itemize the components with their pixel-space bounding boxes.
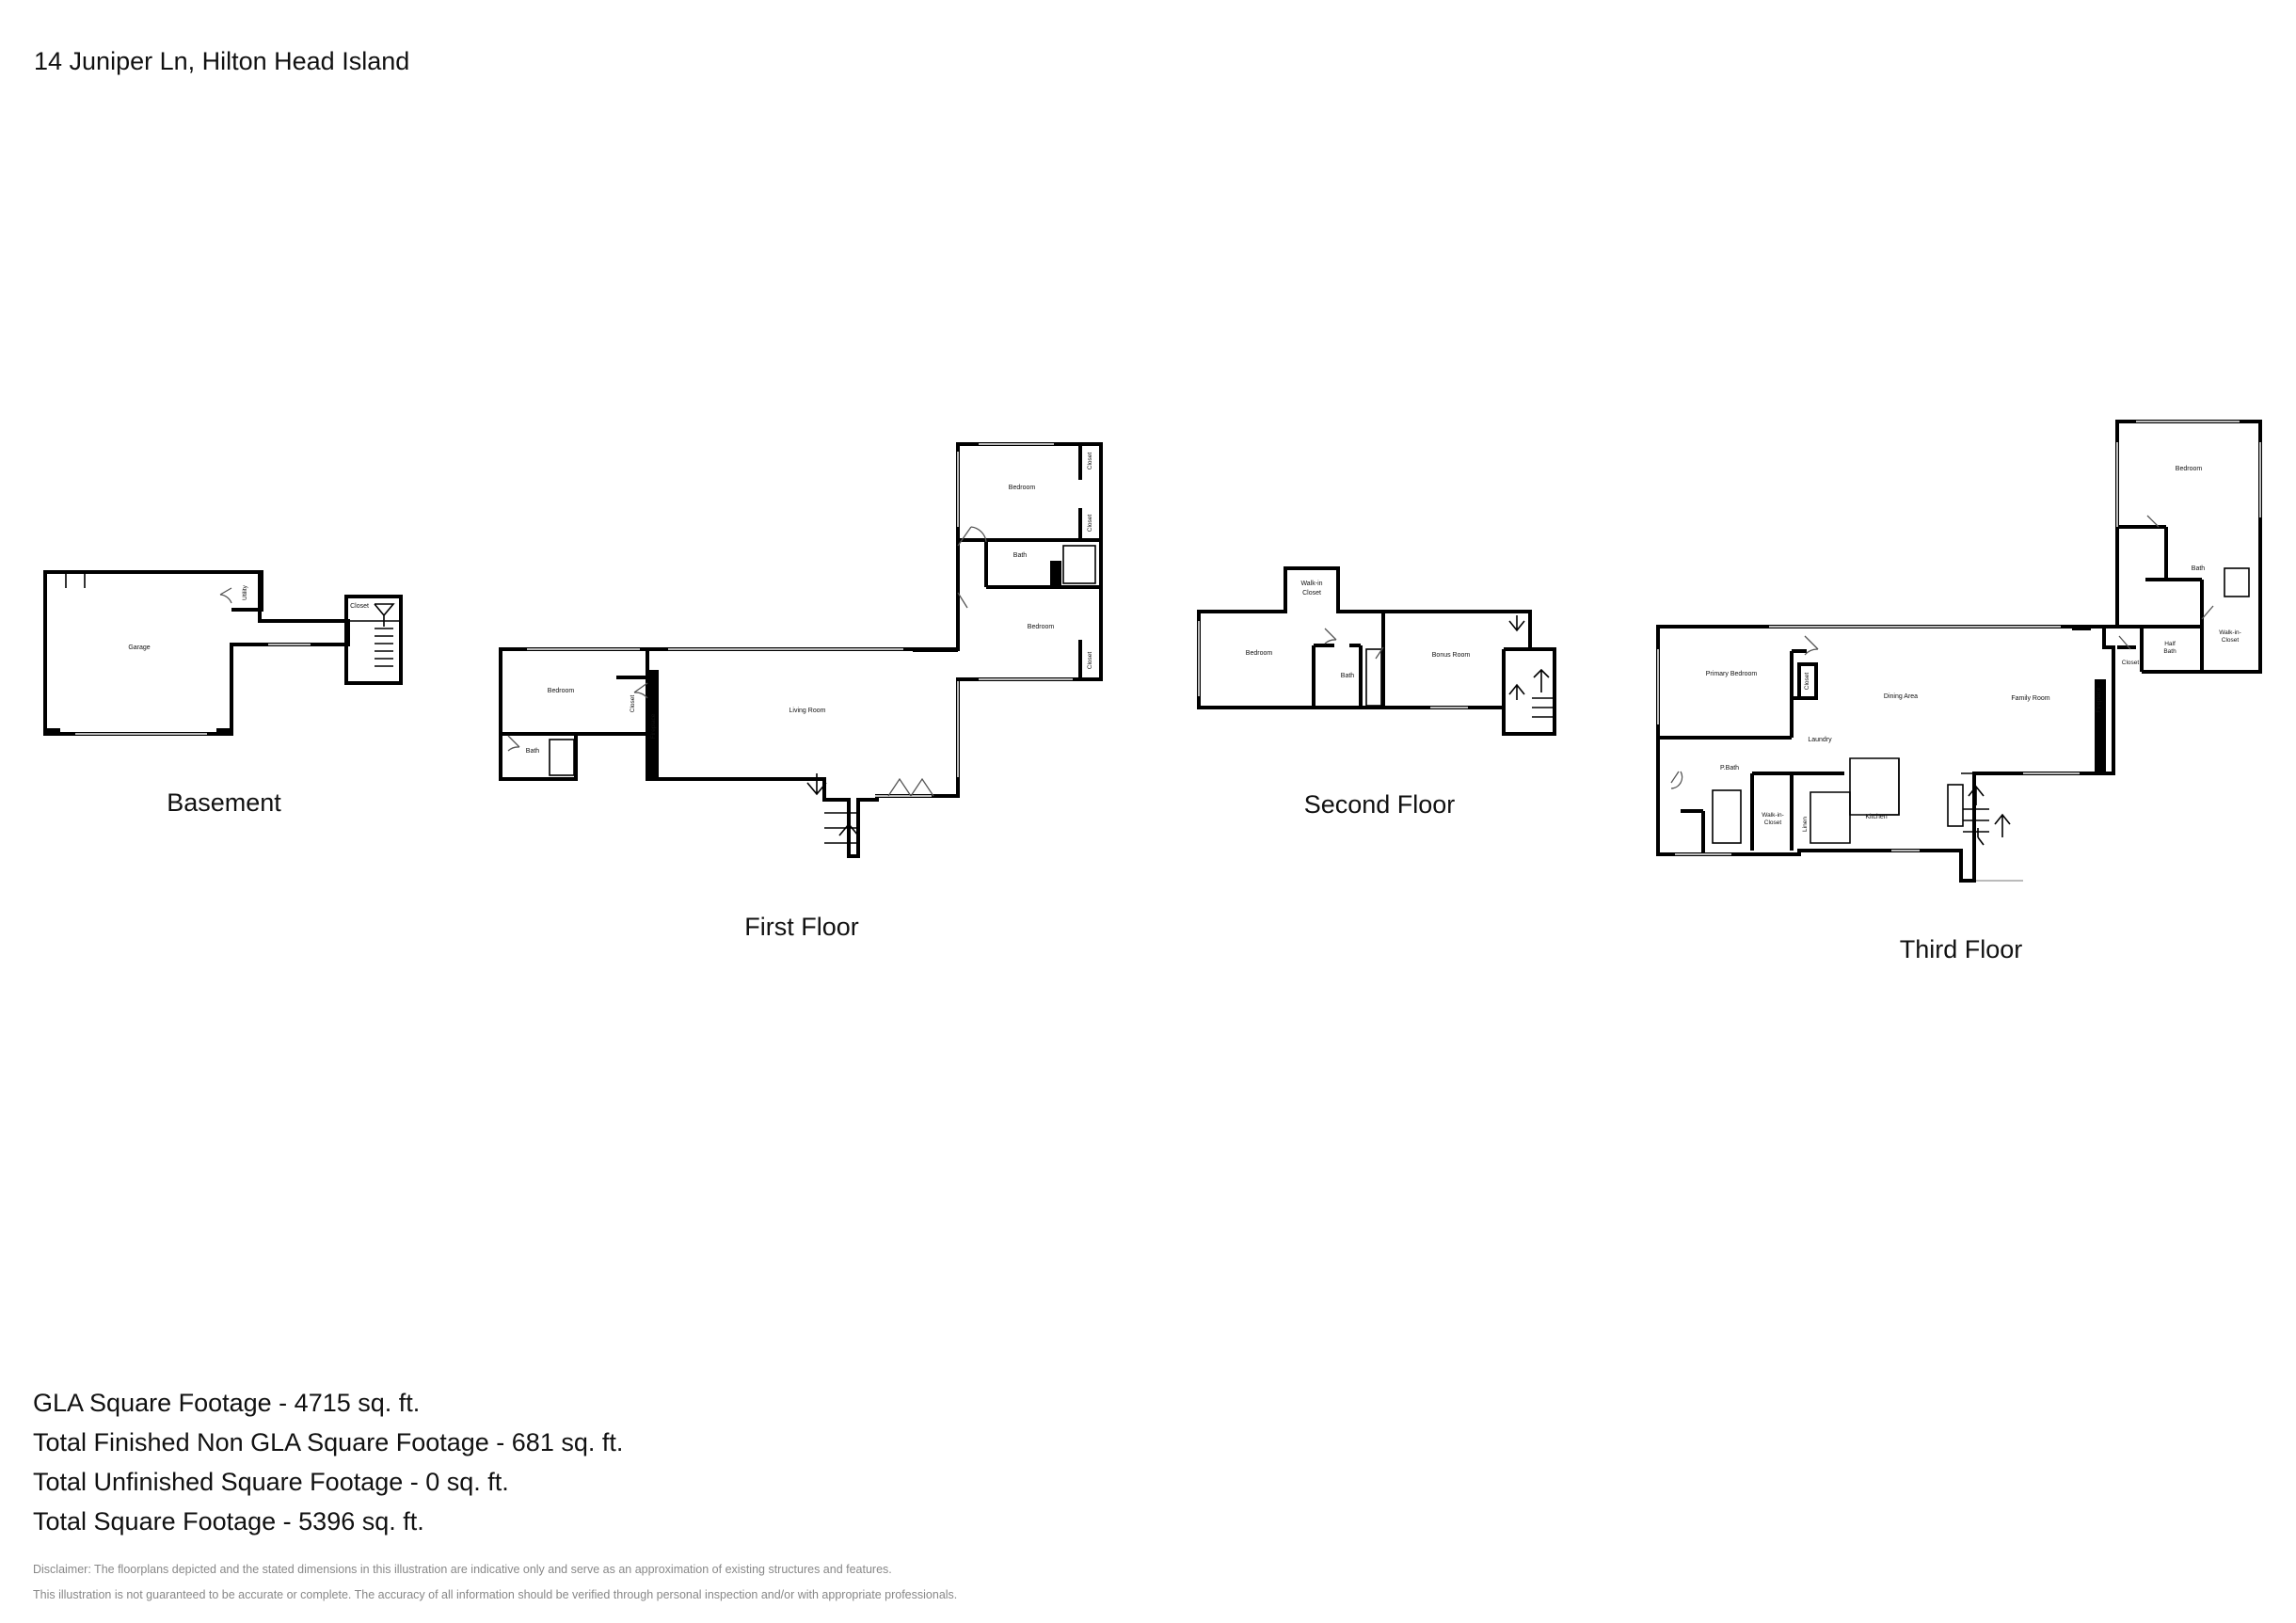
room-third-laundry: Laundry <box>1808 737 1832 743</box>
room-third-family-room: Family Room <box>2011 695 2049 702</box>
room-second-walk-in-1: Walk-in <box>1300 581 1322 587</box>
room-first-closet-top1: Closet <box>1087 453 1093 470</box>
room-third-dining-area: Dining Area <box>1884 693 1918 700</box>
room-first-bedroom-top: Bedroom <box>1009 485 1036 491</box>
room-third-closet-v: Closet <box>1804 673 1810 691</box>
room-first-living-room: Living Room <box>789 708 826 714</box>
room-first-bedroom-left: Bedroom <box>548 688 575 694</box>
square-footage-summary: GLA Square Footage - 4715 sq. ft. Total … <box>33 1383 623 1541</box>
room-second-walk-in-2: Closet <box>1302 590 1321 597</box>
stat-gla: GLA Square Footage - 4715 sq. ft. <box>33 1389 421 1417</box>
property-address: 14 Juniper Ln, Hilton Head Island <box>34 47 410 75</box>
second-floor-plan: Walk-in Closet Bedroom Bath Bonus Room <box>1197 566 1556 736</box>
room-first-closet-top2: Closet <box>1087 515 1093 533</box>
room-third-bedroom-top: Bedroom <box>2176 466 2203 472</box>
room-first-bath-right: Bath <box>1013 552 1028 559</box>
room-first-closet: Closet <box>630 695 636 713</box>
room-third-half-bath-2: Bath <box>2163 648 2176 655</box>
disclaimer-line-1: Disclaimer: The floorplans depicted and … <box>33 1563 892 1576</box>
room-third-half-bath-1: Half <box>2164 641 2176 647</box>
room-second-bath: Bath <box>1341 673 1355 679</box>
room-third-primary-bedroom: Primary Bedroom <box>1706 671 1758 677</box>
room-third-fireplace: Fireplace <box>2096 687 2102 712</box>
room-second-bonus-room: Bonus Room <box>1432 652 1471 659</box>
first-floor-plan: Bedroom Bath Closet Fireplace Living Roo… <box>499 442 1103 858</box>
room-third-walk-in-2-1: Walk-in- <box>1762 812 1784 819</box>
disclaimer: Disclaimer: The floorplans depicted and … <box>33 1557 957 1608</box>
room-third-walk-in-1: Walk-in- <box>2219 629 2241 636</box>
second-floor-label: Second Floor <box>1303 790 1456 819</box>
basement-plan: Garage Utility Closet <box>43 570 403 736</box>
stat-unfinished: Total Unfinished Square Footage - 0 sq. … <box>33 1468 509 1496</box>
room-garage: Garage <box>128 644 150 651</box>
room-utility: Utility <box>242 584 248 600</box>
third-floor-plan: Bedroom Bath Walk-in- Closet Half Bath C… <box>1656 420 2262 883</box>
room-third-bath-top: Bath <box>2192 565 2206 572</box>
third-floor-label: Third Floor <box>1899 935 2023 963</box>
room-first-bedroom-right: Bedroom <box>1028 624 1055 630</box>
room-first-fireplace: Fireplace <box>650 713 657 739</box>
room-first-closet-right: Closet <box>1087 652 1093 670</box>
stat-total: Total Square Footage - 5396 sq. ft. <box>33 1507 424 1535</box>
disclaimer-line-2: This illustration is not guaranteed to b… <box>33 1588 958 1601</box>
stat-finished-non-gla: Total Finished Non GLA Square Footage - … <box>33 1428 624 1456</box>
room-third-linen: Linen <box>1802 817 1809 832</box>
room-first-bath-left: Bath <box>526 748 540 755</box>
room-third-walk-in-2: Closet <box>2222 637 2240 644</box>
room-third-closet: Closet <box>2122 660 2140 666</box>
room-third-walk-in-2-2: Closet <box>1764 819 1782 826</box>
room-third-kitchen: Kitchen <box>1865 814 1887 820</box>
room-basement-closet: Closet <box>350 603 369 610</box>
first-floor-label: First Floor <box>744 913 859 941</box>
room-third-p-bath: P.Bath <box>1720 765 1739 772</box>
basement-label: Basement <box>167 788 281 817</box>
room-second-bedroom: Bedroom <box>1246 650 1273 657</box>
